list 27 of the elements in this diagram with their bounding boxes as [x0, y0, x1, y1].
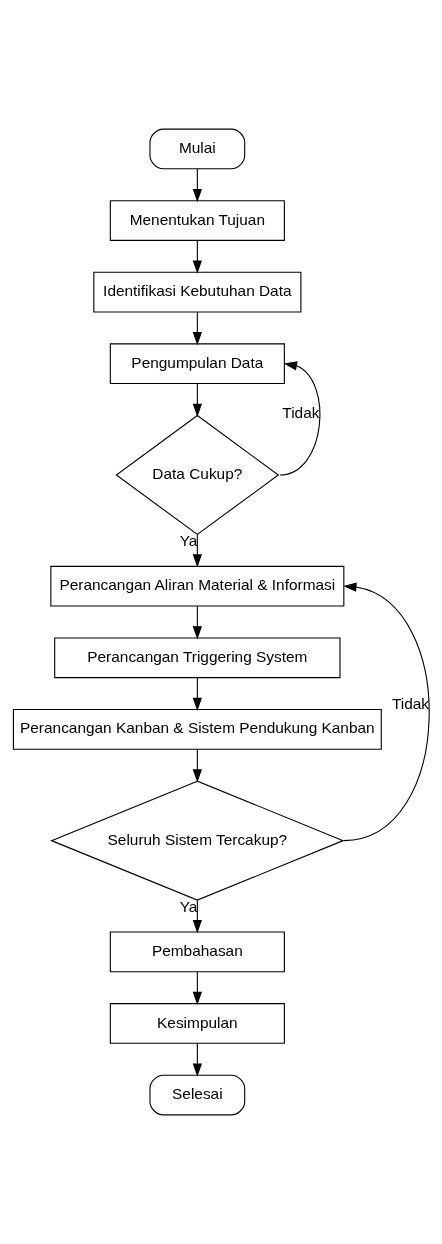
- node-diamond: Data Cukup?: [114, 414, 279, 536]
- arrow: [192, 605, 202, 640]
- arrow: [192, 1043, 202, 1077]
- arrow: [342, 582, 430, 842]
- node-box: Identifikasi Kebutuhan Data: [92, 271, 301, 313]
- node-box: Perancangan Aliran Material & Informasi: [49, 565, 344, 607]
- node-box: Menentukan Tujuan: [109, 200, 285, 241]
- arrow: [192, 240, 202, 274]
- arrow: [192, 748, 202, 783]
- node-box: Perancangan Kanban & Sistem Pendukung Kanban: [12, 709, 382, 750]
- edge-label: Tidak: [391, 695, 429, 713]
- arrow: [192, 534, 202, 568]
- arrow: [192, 311, 202, 346]
- arrow: [192, 899, 202, 934]
- node-box: Perancangan Triggering System: [53, 637, 341, 679]
- arrow: [192, 383, 202, 417]
- node-box: Pengumpulan Data: [109, 343, 285, 385]
- edge-label: Tidak: [281, 404, 319, 422]
- node-box: Kesimpulan: [109, 1003, 285, 1044]
- node-box: Selesai: [148, 1074, 245, 1116]
- node-diamond: Seluruh Sistem Tercakup?: [49, 780, 345, 901]
- node-box: Mulai: [148, 128, 245, 170]
- arrow: [278, 361, 320, 476]
- node-box: Pembahasan: [109, 931, 285, 973]
- arrow: [192, 168, 202, 203]
- arrow: [192, 677, 202, 711]
- arrow: [192, 971, 202, 1006]
